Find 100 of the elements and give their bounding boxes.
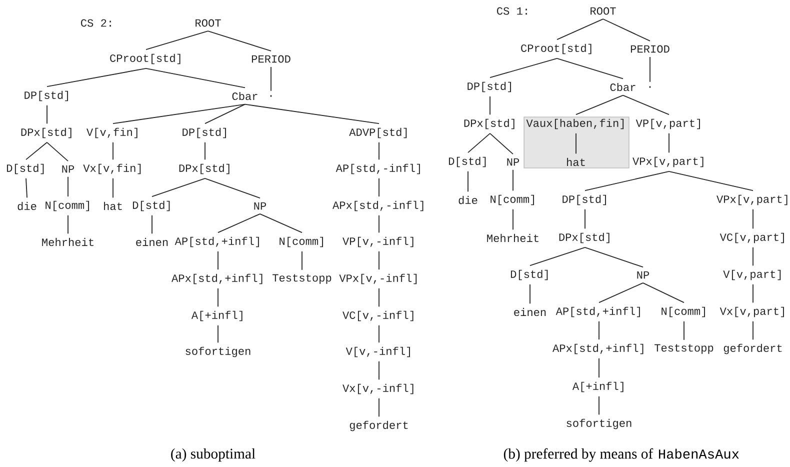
tree-branch bbox=[378, 142, 380, 160]
tree-label: ADVP[std] bbox=[349, 128, 407, 138]
tree-label: VPx[v,-infl] bbox=[339, 274, 417, 284]
tree-branch bbox=[668, 132, 670, 154]
tree-heading: CS 2: bbox=[81, 19, 111, 27]
tree-branch bbox=[468, 132, 490, 154]
tree-branch bbox=[530, 246, 586, 266]
tree-branch bbox=[112, 104, 246, 124]
tree-branch bbox=[378, 250, 380, 270]
tree-label: die bbox=[458, 196, 478, 204]
tree-label: einen bbox=[136, 238, 168, 246]
tree-label: einen bbox=[514, 308, 546, 316]
tree-label: D[std] bbox=[448, 156, 486, 168]
tree-branch bbox=[378, 360, 380, 380]
tree-branch bbox=[26, 178, 28, 198]
tree-label: CProot[std] bbox=[110, 54, 180, 64]
tree-label: DPx[std] bbox=[559, 232, 610, 244]
highlight-box bbox=[524, 116, 630, 168]
tree-label: Vx[v,fin] bbox=[83, 164, 141, 174]
tree-label: V[v,part] bbox=[723, 270, 781, 280]
tree-label: . bbox=[649, 86, 651, 88]
tree-branch bbox=[576, 94, 624, 116]
tree-branch bbox=[752, 208, 754, 230]
tree-label: DPx[std] bbox=[21, 128, 72, 138]
tree-label: AP[std,-infl] bbox=[336, 164, 420, 174]
tree-label: CProot[std] bbox=[521, 44, 592, 54]
tree-branch bbox=[598, 282, 644, 304]
tree-branch bbox=[602, 18, 650, 42]
tree-label: NP bbox=[254, 202, 266, 210]
tree-branch bbox=[556, 58, 624, 80]
tree-label: Cbar bbox=[610, 82, 636, 92]
tree-branch bbox=[512, 169, 514, 192]
tree-branch bbox=[146, 68, 246, 88]
tree-label: DP[std] bbox=[24, 90, 68, 102]
tree-branch bbox=[46, 104, 48, 124]
tree-branch bbox=[112, 178, 114, 198]
tree-label: V[v,-infl] bbox=[346, 346, 410, 358]
tree-branch bbox=[146, 30, 208, 50]
tree-branch bbox=[204, 104, 246, 124]
caption: (b) preferred by means of bbox=[504, 448, 654, 462]
tree-label: A[+infl] bbox=[191, 310, 242, 322]
tree-label: Vaux[haben,fin] bbox=[526, 118, 624, 130]
tree-label: hat bbox=[567, 158, 585, 166]
tree-label: N[comm] bbox=[46, 200, 90, 212]
tree-branch bbox=[598, 320, 600, 340]
tree-label: AP[std,+infl] bbox=[174, 236, 259, 248]
tree-label: NP bbox=[507, 158, 520, 166]
tree-label: Vx[v,part] bbox=[720, 306, 784, 318]
tree-label: VC[v,-infl] bbox=[342, 310, 414, 322]
tree-branch bbox=[46, 142, 68, 162]
tree-branch bbox=[642, 282, 684, 304]
tree-label: D[std] bbox=[510, 270, 548, 280]
tree-label: sofortigen bbox=[566, 418, 632, 430]
tree-label: sofortigen bbox=[186, 346, 250, 358]
tree-label: DP[std] bbox=[468, 82, 511, 92]
tree-branch bbox=[752, 284, 754, 304]
tree-label: D[std] bbox=[132, 200, 170, 212]
tree-label: NP bbox=[637, 271, 650, 279]
tree-branch bbox=[378, 324, 380, 344]
tree-label: VPx[v,part] bbox=[632, 156, 704, 168]
tree-branch bbox=[244, 104, 380, 124]
tree-branch bbox=[378, 288, 380, 308]
tree-label: VPx[v,part] bbox=[716, 194, 788, 206]
tree-heading: CS 1: bbox=[497, 7, 527, 15]
tree-label: APx[std,+infl] bbox=[172, 274, 262, 284]
tree-branch bbox=[378, 214, 380, 234]
tree-label: Vx[v,-infl] bbox=[342, 384, 414, 394]
caption: (a) suboptimal bbox=[171, 448, 256, 462]
tree-branch bbox=[112, 142, 114, 160]
tree-label: Teststopp bbox=[272, 274, 332, 284]
tree-label: DP[std] bbox=[182, 128, 226, 138]
tree-branch bbox=[668, 170, 754, 192]
tree-branch bbox=[598, 396, 600, 416]
tree-label: N[comm] bbox=[490, 194, 534, 206]
tree-branch bbox=[26, 142, 48, 160]
tree-label: PERIOD bbox=[252, 55, 290, 63]
tree-branch bbox=[584, 246, 644, 268]
tree-branch bbox=[204, 142, 206, 160]
tree-label: N[comm] bbox=[280, 236, 323, 248]
tree-branch bbox=[584, 170, 670, 192]
tree-branch bbox=[490, 132, 514, 155]
tree-label: Teststopp bbox=[654, 344, 714, 354]
tree-label: gefordert bbox=[724, 344, 782, 354]
tree-label: N[comm] bbox=[662, 306, 705, 318]
tree-label: AP[std,+infl] bbox=[556, 306, 640, 318]
tree-branch bbox=[378, 398, 380, 418]
tree-branch bbox=[270, 66, 272, 92]
tree-branch bbox=[598, 358, 600, 378]
tree-label: . bbox=[270, 95, 272, 97]
tree-branch bbox=[512, 208, 514, 230]
tree-label: Mehrheit bbox=[42, 238, 94, 246]
tree-label: Cbar bbox=[232, 92, 258, 100]
tree-label: APx[std,+infl] bbox=[552, 344, 644, 354]
tree-label: ROOT bbox=[590, 7, 616, 15]
tree-branch bbox=[152, 178, 206, 198]
tree-branch bbox=[752, 320, 754, 340]
tree-label: DPx[std] bbox=[464, 118, 514, 130]
tree-branch bbox=[378, 178, 380, 198]
tree-label: D[std] bbox=[6, 164, 44, 174]
tree-branch bbox=[752, 246, 754, 266]
